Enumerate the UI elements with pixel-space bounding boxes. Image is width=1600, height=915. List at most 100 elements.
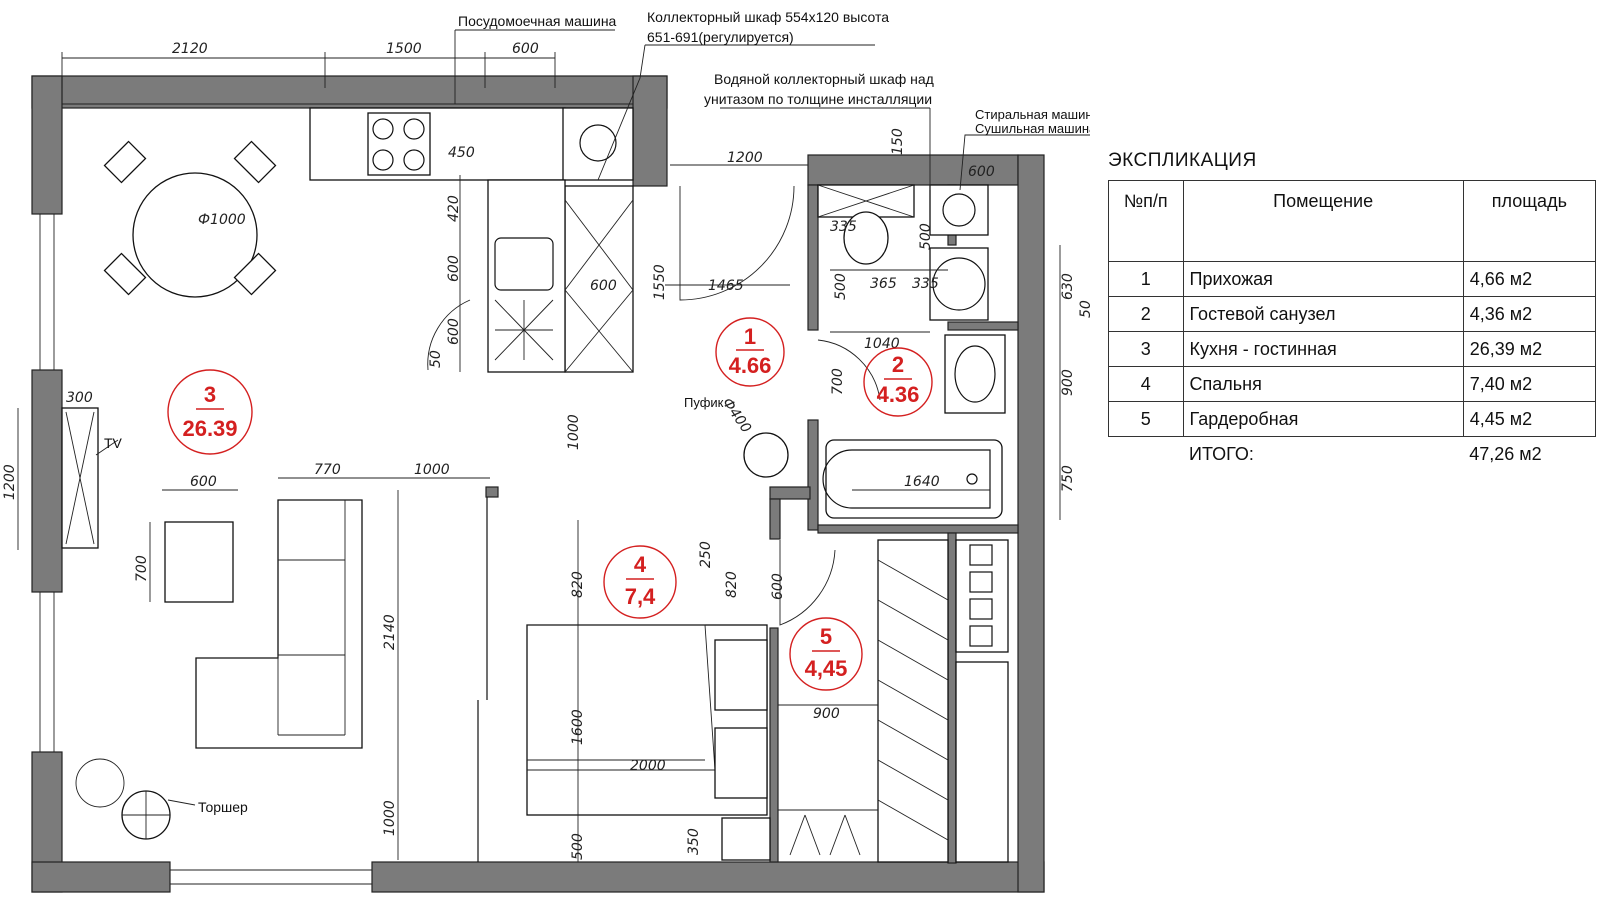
dimension-text: 2120 1500 600 450 1200 150 600 Ф1000 420… (2, 41, 1090, 860)
dim-770: 770 (314, 462, 341, 478)
row-number: 5 (1108, 401, 1184, 437)
dim-350: 350 (686, 828, 702, 855)
room-label-3: 3 26.39 (167, 369, 253, 455)
washer-label: Стиральная машина (975, 107, 1090, 122)
dim-400: Ф400 (719, 395, 754, 436)
room-4-number: 4 (634, 552, 647, 577)
water-cabinet-label-1: Водяной коллекторный шкаф над (714, 71, 934, 87)
collector-cabinet-label-1: Коллекторный шкаф 554х120 высота (647, 9, 889, 25)
header-area: площадь (1462, 180, 1597, 262)
windows (39, 103, 633, 885)
table-row: 3 Кухня - гостинная 26,39 м2 (1108, 331, 1597, 367)
dim-1000-a: 1000 (566, 414, 582, 450)
table-row: 1 Прихожая 4,66 м2 (1108, 261, 1597, 297)
dim-500-b: 500 (918, 223, 934, 250)
annotations: Посудомоечная машина Коллекторный шкаф 5… (104, 9, 1090, 815)
room-3-area: 26.39 (182, 416, 237, 441)
row-area: 26,39 м2 (1462, 331, 1597, 367)
room-2-area: 4.36 (877, 382, 920, 407)
collector-cabinet-label-2: 651-691(регулируется) (647, 29, 794, 45)
dim-1200: 1200 (727, 150, 763, 166)
row-area: 4,45 м2 (1462, 401, 1597, 437)
table-total-row: ИТОГО: 47,26 м2 (1109, 437, 1596, 472)
dim-600-b: 600 (446, 318, 462, 345)
row-number: 1 (1108, 261, 1184, 297)
dim-50-b: 50 (1078, 300, 1090, 318)
room-4-area: 7,4 (625, 584, 656, 609)
dim-1640: 1640 (904, 474, 940, 490)
row-area: 7,40 м2 (1462, 366, 1597, 402)
doors (427, 185, 881, 626)
dim-335-b: 335 (912, 276, 939, 292)
room-label-2: 2 4.36 (863, 347, 933, 417)
row-number: 4 (1108, 366, 1184, 402)
row-room: Кухня - гостинная (1182, 331, 1464, 367)
header-room: Помещение (1182, 180, 1464, 262)
row-room: Гардеробная (1182, 401, 1464, 437)
bedroom (477, 497, 771, 862)
table-header: №п/п Помещение площадь (1108, 180, 1597, 262)
dim-700-b: 700 (134, 555, 150, 582)
dim-750: 750 (1060, 465, 1076, 492)
table-row: 2 Гостевой санузел 4,36 м2 (1108, 296, 1597, 332)
dim-700-a: 700 (830, 368, 846, 395)
row-room: Прихожая (1182, 261, 1464, 297)
floor-plan: Посудомоечная машина Коллекторный шкаф 5… (2, 9, 1090, 893)
dim-150: 150 (890, 128, 906, 155)
kitchen (309, 107, 634, 373)
dim-420: 420 (446, 195, 462, 222)
dim-600: 600 (512, 41, 539, 57)
dim-600-c: 600 (590, 278, 617, 294)
legend-title: ЭКСПЛИКАЦИЯ (1108, 150, 1257, 171)
dim-1000-b: 1000 (414, 462, 450, 478)
dim-600-wash: 600 (968, 164, 995, 180)
dim-1000-c: 1000 (382, 800, 398, 836)
wardrobe (778, 539, 1009, 863)
water-cabinet-label-2: унитазом по толщине инсталляции (704, 91, 932, 107)
room-5-area: 4,45 (805, 656, 848, 681)
room-1-number: 1 (744, 324, 756, 349)
dim-250: 250 (698, 541, 714, 568)
room-3-number: 3 (204, 382, 216, 407)
row-number: 2 (1108, 296, 1184, 332)
dim-600-a: 600 (446, 255, 462, 282)
leader-lines (95, 29, 1090, 806)
dim-820-a: 820 (570, 571, 586, 598)
room-label-1: 1 4.66 (715, 317, 785, 387)
dim-1040: 1040 (864, 336, 900, 352)
row-area: 4,66 м2 (1462, 261, 1597, 297)
dim-table-diameter: Ф1000 (198, 212, 246, 228)
dim-1500: 1500 (386, 41, 422, 57)
dim-500-a: 500 (833, 273, 849, 300)
dim-630: 630 (1060, 273, 1076, 300)
dim-50-a: 50 (428, 350, 444, 368)
bathroom (817, 184, 1006, 519)
dim-300: 300 (66, 390, 93, 406)
dim-600-e: 600 (770, 573, 786, 600)
dishwasher-label: Посудомоечная машина (458, 13, 617, 29)
header-number: №п/п (1108, 180, 1184, 262)
row-room: Гостевой санузел (1182, 296, 1464, 332)
explication-legend: ЭКСПЛИКАЦИЯ №п/п Помещение площадь 1 При… (1108, 150, 1597, 472)
row-number: 3 (1108, 331, 1184, 367)
room-5-number: 5 (820, 624, 832, 649)
room-label-4: 4 7,4 (603, 545, 677, 619)
dim-500-c: 500 (570, 833, 586, 860)
dim-820-b: 820 (724, 571, 740, 598)
dim-1465: 1465 (708, 278, 744, 294)
dim-1550: 1550 (652, 264, 668, 300)
tv-label: TV (104, 435, 123, 451)
dim-450: 450 (448, 145, 475, 161)
dim-2120: 2120 (172, 41, 208, 57)
room-2-number: 2 (892, 352, 904, 377)
table-row: 4 Спальня 7,40 м2 (1108, 366, 1597, 402)
floor-lamp-label: Торшер (198, 799, 248, 815)
total-value: 47,26 м2 (1469, 443, 1542, 464)
total-label: ИТОГО: (1189, 443, 1254, 464)
dim-2000: 2000 (630, 758, 666, 774)
dim-600-d: 600 (190, 474, 217, 490)
dim-335-a: 335 (830, 219, 857, 235)
row-area: 4,36 м2 (1462, 296, 1597, 332)
dim-2140: 2140 (382, 614, 398, 650)
room-1-area: 4.66 (729, 353, 772, 378)
